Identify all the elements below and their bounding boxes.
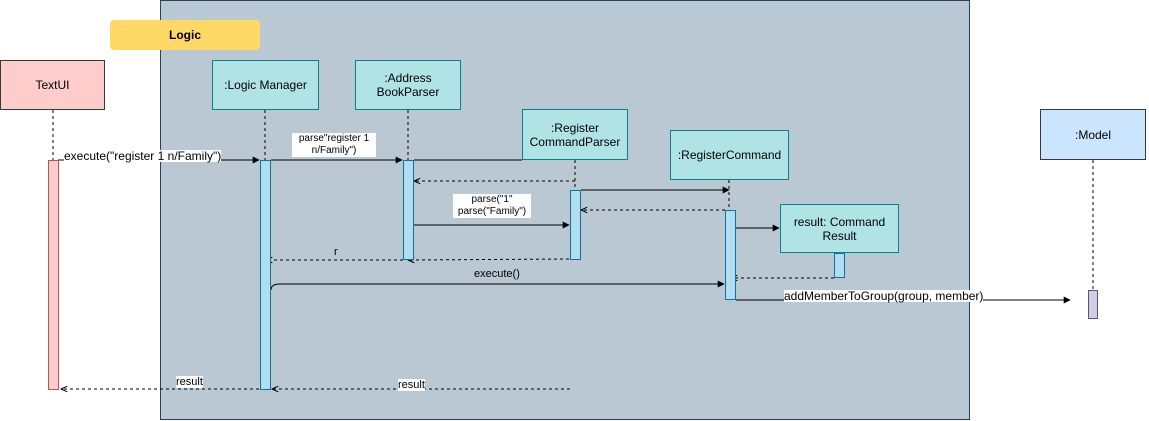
execute-label: execute() bbox=[474, 268, 520, 280]
register-command-activation bbox=[725, 210, 736, 300]
address-book-parser-participant: :Address BookParser bbox=[355, 60, 461, 110]
result-to-ui-label: result bbox=[176, 376, 203, 388]
register-command-parser-participant: :Register CommandParser bbox=[522, 109, 628, 160]
address-book-parser-activation bbox=[403, 160, 414, 260]
parse-call-label: parse"register 1 n/Family") bbox=[292, 133, 376, 157]
execute-arrow bbox=[270, 280, 725, 291]
register-command-parser-activation bbox=[570, 190, 581, 260]
add-member-label: addMemberToGroup(group, member) bbox=[784, 289, 984, 303]
parse-args-label: parse("1" parse("Family") bbox=[453, 194, 531, 218]
return-r-label: r bbox=[334, 246, 338, 258]
rcp-return-arrow bbox=[408, 259, 570, 260]
register-command-participant: :RegisterCommand bbox=[670, 130, 789, 180]
result-to-lm-label: result bbox=[398, 379, 425, 391]
execute-call-label: execute("register 1 n/Family") bbox=[64, 149, 222, 163]
logic-manager-activation bbox=[260, 160, 271, 390]
model-activation bbox=[1088, 290, 1098, 319]
command-result-activation bbox=[834, 253, 845, 278]
logic-frame-label: Logic bbox=[110, 20, 260, 50]
textui-activation bbox=[48, 160, 59, 390]
command-result-participant: result: Command Result bbox=[780, 204, 899, 253]
textui-participant: TextUI bbox=[0, 60, 105, 110]
logic-manager-participant: :Logic Manager bbox=[212, 60, 319, 110]
model-participant: :Model bbox=[1040, 109, 1146, 160]
